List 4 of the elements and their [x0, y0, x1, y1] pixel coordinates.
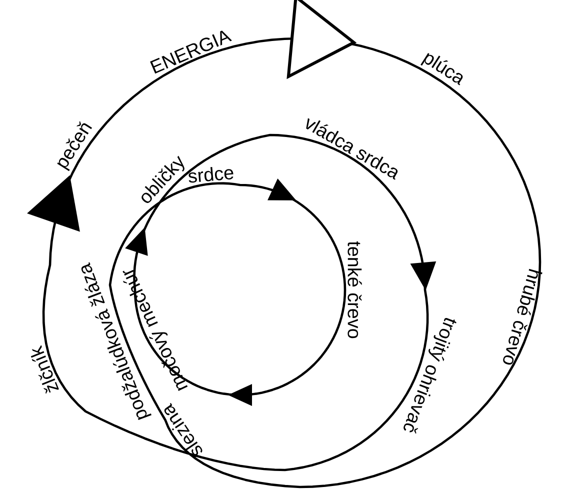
curve-label: srdce [188, 167, 234, 183]
curve-label: hrubé črevo [503, 268, 542, 365]
curve-label: tenké črevo [348, 241, 362, 338]
curve-label: žlčník [30, 345, 59, 394]
